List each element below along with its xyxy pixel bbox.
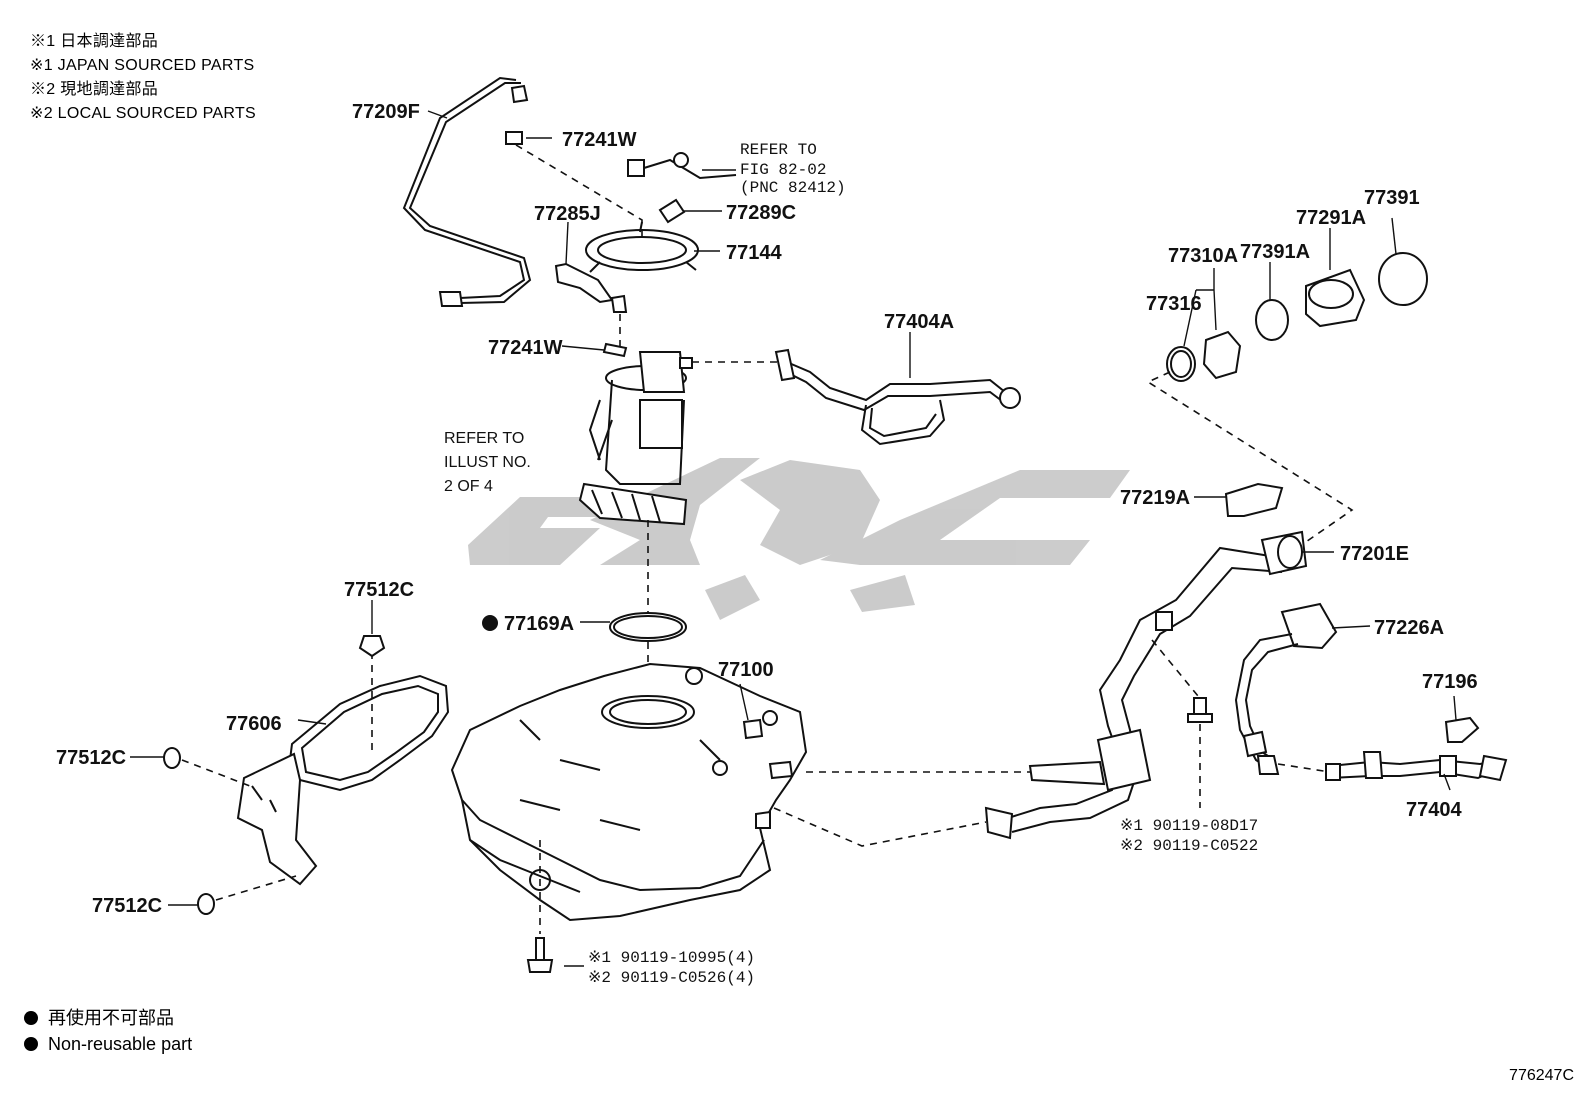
- valve-77289C: [658, 198, 686, 224]
- label-77209F: 77209F: [352, 101, 420, 123]
- shield-77219A: [1224, 482, 1284, 517]
- label-77404A: 77404A: [884, 311, 954, 333]
- nonreusable-marker: [482, 615, 498, 631]
- filler-cap-group: [1166, 252, 1428, 382]
- note-refer-fig-2: FIG 82-02: [740, 161, 826, 179]
- label-77201E: 77201E: [1340, 543, 1409, 565]
- nonreusable-row-en: Non-reusable part: [24, 1031, 192, 1057]
- label-77316: 77316: [1146, 293, 1202, 315]
- label-77391A: 77391A: [1240, 241, 1310, 263]
- legend-line-2: ※1 JAPAN SOURCED PARTS: [30, 57, 255, 74]
- vapor-hose-77404A: [774, 348, 1021, 446]
- note-refer-illust-1: REFER TO: [444, 430, 524, 447]
- label-77310A: 77310A: [1168, 245, 1238, 267]
- breather-hose-77226A: [1234, 602, 1338, 775]
- label-77606: 77606: [226, 713, 282, 735]
- hose-77404: [1325, 751, 1508, 782]
- label-77241W-mid: 77241W: [488, 337, 563, 359]
- label-77291A: 77291A: [1296, 207, 1366, 229]
- nonreusable-jp: 再使用不可部品: [48, 1008, 174, 1028]
- label-77226A: 77226A: [1374, 617, 1444, 639]
- note-bolt-filler-1: ※1 90119-08D17: [1120, 817, 1258, 835]
- protector-77606: [236, 674, 450, 886]
- tank-bolt: [526, 937, 554, 973]
- label-77285J: 77285J: [534, 203, 601, 225]
- nonreusable-en: Non-reusable part: [48, 1034, 193, 1054]
- retainer-ring-77144: [585, 221, 699, 273]
- legend-line-1: ※1 日本調達部品: [30, 33, 159, 50]
- bullet-icon: [24, 1037, 38, 1051]
- label-77169A: 77169A: [504, 613, 574, 635]
- fuel-pump-module: [578, 351, 693, 526]
- legend-line-4: ※2 LOCAL SOURCED PARTS: [30, 105, 256, 122]
- note-bolt-filler-2: ※2 90119-C0522: [1120, 837, 1258, 855]
- figure-code: 776247C: [1509, 1067, 1574, 1084]
- label-77241W-top: 77241W: [562, 129, 637, 151]
- label-77512C-bottom: 77512C: [92, 895, 162, 917]
- label-77391: 77391: [1364, 187, 1420, 209]
- label-77512C-top: 77512C: [344, 579, 414, 601]
- filler-neck-77201E: [984, 530, 1308, 840]
- legend-line-3: ※2 現地調達部品: [30, 81, 159, 98]
- label-77404: 77404: [1406, 799, 1462, 821]
- clamp-77196: [1444, 716, 1480, 743]
- label-77144: 77144: [726, 242, 782, 264]
- bullet-icon: [24, 1011, 38, 1025]
- gasket-77169A: [609, 612, 687, 642]
- label-77100: 77100: [718, 659, 774, 681]
- nonreusable-row-jp: 再使用不可部品: [24, 1005, 192, 1031]
- label-77289C: 77289C: [726, 202, 796, 224]
- vent-tube-77209F: [402, 76, 532, 307]
- bracket-77285J: [554, 262, 614, 304]
- note-bolt-tank-2: ※2 90119-C0526(4): [588, 969, 755, 987]
- label-77512C-left: 77512C: [56, 747, 126, 769]
- watermark-logo: [468, 458, 1130, 620]
- label-77219A: 77219A: [1120, 487, 1190, 509]
- note-bolt-tank-1: ※1 90119-10995(4): [588, 949, 755, 967]
- label-77196: 77196: [1422, 671, 1478, 693]
- note-refer-fig-3: (PNC 82412): [740, 179, 846, 197]
- fuel-tank-77100: [450, 662, 808, 922]
- note-refer-illust-2: ILLUST NO.: [444, 454, 531, 471]
- note-refer-fig-1: REFER TO: [740, 141, 817, 159]
- nonreusable-legend: 再使用不可部品 Non-reusable part: [24, 1005, 192, 1057]
- sourcing-legend: ※1 日本調達部品 ※1 JAPAN SOURCED PARTS ※2 現地調達…: [30, 30, 256, 126]
- wire-harness: [627, 152, 737, 180]
- filler-bolt: [1187, 697, 1213, 723]
- note-refer-illust-3: 2 OF 4: [444, 478, 493, 495]
